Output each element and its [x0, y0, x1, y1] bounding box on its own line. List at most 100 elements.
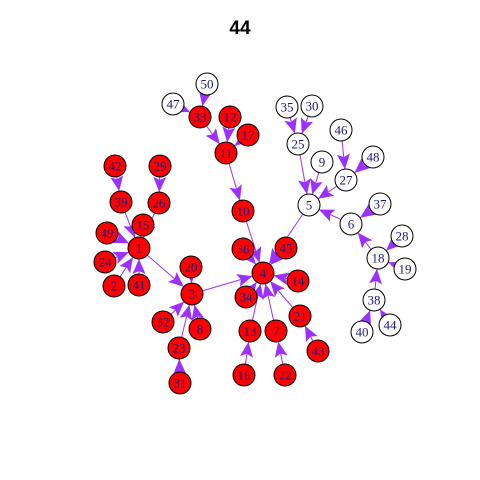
node-37: 37	[368, 192, 392, 216]
edge-arrowhead	[305, 325, 318, 343]
node-circle	[127, 273, 151, 297]
node-label: 23	[173, 341, 186, 356]
node-circle	[286, 132, 310, 156]
node-circle	[167, 336, 191, 360]
node-21: 21	[288, 304, 312, 328]
node-23: 23	[167, 336, 191, 360]
node-30: 30	[300, 94, 324, 118]
node-label: 3	[189, 287, 196, 302]
edge-arrowhead	[236, 274, 253, 287]
edge-arrowhead	[269, 247, 283, 264]
node-label: 31	[174, 376, 187, 391]
edge-arrowhead	[336, 153, 350, 170]
node-label: 12	[224, 110, 237, 125]
edge-arrowhead	[300, 117, 314, 134]
node-49: 49	[95, 221, 119, 245]
node-7: 7	[264, 319, 288, 343]
node-22: 22	[273, 363, 297, 387]
node-circle	[366, 246, 390, 270]
node-label: 26	[153, 196, 167, 211]
node-6: 6	[339, 212, 363, 236]
edge-arrowhead	[168, 272, 184, 287]
edge-arrowhead	[360, 203, 377, 218]
node-circle	[103, 154, 127, 178]
node-circle	[274, 236, 298, 260]
node-circle	[231, 237, 255, 261]
node-circle	[368, 192, 392, 216]
node-circle	[236, 123, 260, 147]
node-label: 21	[294, 309, 307, 324]
edge-arrowhead	[240, 341, 253, 358]
node-label: 19	[399, 262, 412, 277]
node-label: 14	[292, 274, 306, 289]
edge-arrowhead	[168, 301, 185, 317]
node-label: 8	[197, 322, 204, 337]
node-label: 48	[367, 150, 380, 165]
node-circle	[161, 92, 185, 116]
edge-arrowhead	[112, 251, 129, 264]
node-15: 15	[131, 213, 155, 237]
node-14: 14	[286, 269, 310, 293]
node-circle	[127, 236, 151, 260]
edge-arrowhead	[110, 175, 124, 192]
edge-arrowhead	[119, 257, 133, 274]
node-label: 38	[368, 293, 381, 308]
node-40: 40	[350, 320, 374, 344]
node-circle	[188, 317, 212, 341]
edge-arrowhead	[179, 304, 193, 321]
node-3: 3	[180, 282, 204, 306]
node-circle	[148, 154, 172, 178]
node-circle	[378, 313, 402, 337]
node-label: 13	[244, 324, 257, 339]
node-circle	[339, 212, 363, 236]
node-circle	[288, 304, 312, 328]
node-44: 44	[378, 313, 402, 337]
edge-arrowhead	[273, 272, 290, 286]
edge-5-4	[268, 204, 310, 265]
node-circle	[102, 274, 126, 298]
nodes-layer: 1234567891011121314151617181920212223242…	[93, 72, 417, 395]
edge-arrowhead	[354, 158, 370, 173]
node-label: 18	[372, 251, 385, 266]
node-label: 6	[348, 217, 355, 232]
node-45: 45	[274, 236, 298, 260]
node-circle	[264, 319, 288, 343]
node-label: 28	[396, 229, 409, 244]
node-circle	[238, 319, 262, 343]
edge-arrowhead	[274, 341, 288, 358]
edge-arrowhead	[248, 246, 262, 263]
plot-title: 44	[229, 18, 251, 39]
edge-arrowhead	[319, 209, 336, 222]
node-label: 15	[137, 218, 150, 233]
node-label: 37	[374, 197, 388, 212]
node-label: 35	[281, 100, 294, 115]
node-19: 19	[393, 257, 417, 281]
node-25: 25	[286, 132, 310, 156]
node-label: 1	[136, 241, 143, 256]
edge-arrowhead	[298, 178, 311, 195]
node-label: 22	[279, 368, 292, 383]
edge-arrowhead	[112, 231, 129, 244]
node-label: 10	[237, 204, 250, 219]
node-label: 20	[185, 260, 198, 275]
node-circle	[195, 72, 219, 96]
node-label: 41	[133, 278, 146, 293]
node-circle	[310, 150, 334, 174]
node-circle	[350, 320, 374, 344]
node-circle	[300, 94, 324, 118]
node-circle	[180, 282, 204, 306]
node-label: 44	[384, 318, 398, 333]
node-28: 28	[390, 224, 414, 248]
node-11: 11	[214, 141, 238, 165]
edge-arrowhead	[310, 178, 323, 195]
node-circle	[151, 310, 175, 334]
node-label: 5	[306, 198, 313, 213]
node-8: 8	[188, 317, 212, 341]
node-circle	[362, 288, 386, 312]
node-33: 33	[188, 105, 212, 129]
node-32: 32	[151, 310, 175, 334]
edge-arrowhead	[222, 126, 236, 143]
node-38: 38	[362, 288, 386, 312]
node-label: 27	[340, 173, 354, 188]
